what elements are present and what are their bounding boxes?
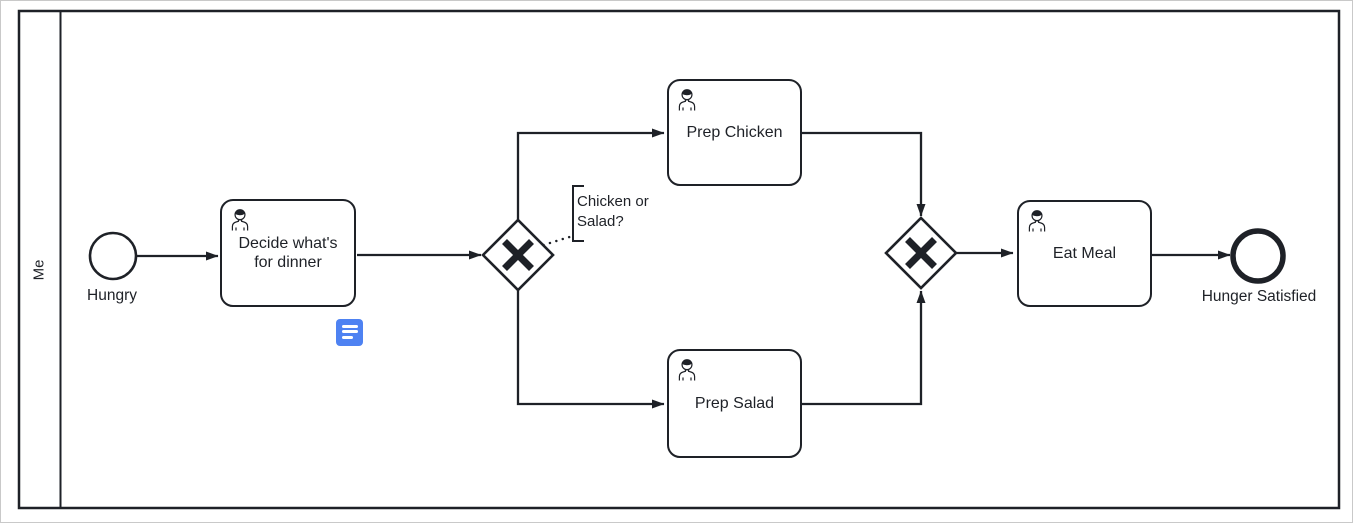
annotation-line: Salad? xyxy=(577,212,624,230)
flow-prep-salad-to-join-gateway[interactable] xyxy=(802,290,926,406)
task-prep-chicken[interactable]: Prep Chicken xyxy=(667,79,802,186)
exclusive-gateway-split[interactable] xyxy=(481,218,555,292)
task-label: Prep Chicken xyxy=(686,123,783,141)
lane-header-me[interactable]: Me xyxy=(19,11,61,508)
start-event-label: Hungry xyxy=(87,287,137,304)
user-icon xyxy=(1028,210,1046,232)
task-label: Eat Meal xyxy=(1052,244,1117,262)
exclusive-x-icon xyxy=(905,237,937,269)
lane-label: Me xyxy=(30,259,48,281)
task-label: Decide what's for dinner xyxy=(238,234,338,272)
user-icon xyxy=(678,89,696,111)
document-icon xyxy=(341,335,353,339)
task-decide-whats-for-dinner[interactable]: Decide what's for dinner xyxy=(220,199,356,307)
association-split-gateway-to-annotation[interactable] xyxy=(542,235,573,247)
start-event-hungry[interactable] xyxy=(88,231,138,281)
text-annotation[interactable]: Chicken or Salad? xyxy=(577,192,649,231)
user-icon xyxy=(678,359,696,381)
user-icon xyxy=(231,209,249,231)
documentation-badge[interactable] xyxy=(336,319,363,346)
task-eat-meal[interactable]: Eat Meal xyxy=(1017,200,1152,307)
annotation-line: Chicken or xyxy=(577,193,649,210)
text-annotation-bracket[interactable] xyxy=(572,185,584,242)
task-label: Prep Salad xyxy=(694,394,775,412)
document-icon xyxy=(341,330,358,334)
end-event-hunger-satisfied[interactable] xyxy=(1230,228,1286,284)
end-event-label: Hunger Satisfied xyxy=(1201,288,1317,305)
exclusive-gateway-join[interactable] xyxy=(884,216,958,290)
flow-prep-chicken-to-join-gateway[interactable] xyxy=(802,131,926,217)
document-icon xyxy=(341,325,358,328)
flow-split-gateway-to-prep-salad[interactable] xyxy=(516,289,665,409)
flow-split-gateway-to-prep-chicken[interactable] xyxy=(516,128,665,221)
task-prep-salad[interactable]: Prep Salad xyxy=(667,349,802,458)
exclusive-x-icon xyxy=(502,239,534,271)
